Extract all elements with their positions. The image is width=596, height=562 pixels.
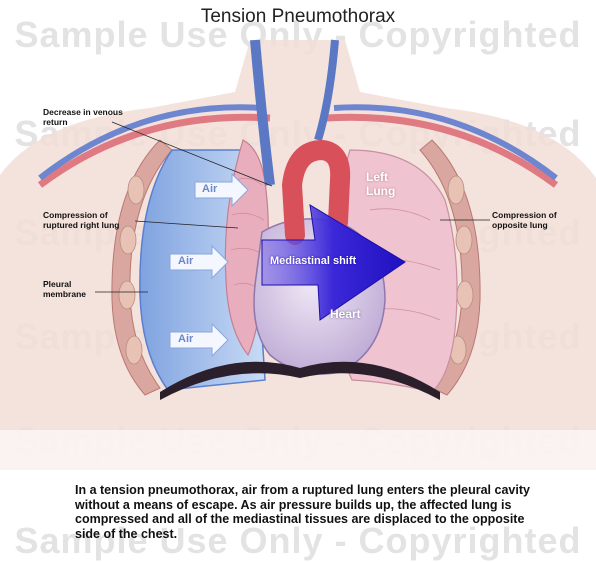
label-left-lung: Left Lung [366,170,396,198]
chest-illustration [0,0,596,544]
label-pleural-membrane: Pleural membrane [43,279,99,299]
label-decrease-venous-return: Decrease in venous return [43,107,123,127]
label-compression-right-lung: Compression of ruptured right lung [43,210,135,230]
label-air-3: Air [178,333,193,345]
label-heart: Heart [330,307,361,321]
diagram-title: Tension Pneumothorax [0,6,596,28]
label-mediastinal-shift: Mediastinal shift [270,255,356,267]
label-air-2: Air [178,255,193,267]
label-air-1: Air [202,183,217,195]
label-compression-opposite-lung: Compression of opposite lung [492,210,576,230]
caption-text: In a tension pneumothorax, air from a ru… [75,483,545,541]
